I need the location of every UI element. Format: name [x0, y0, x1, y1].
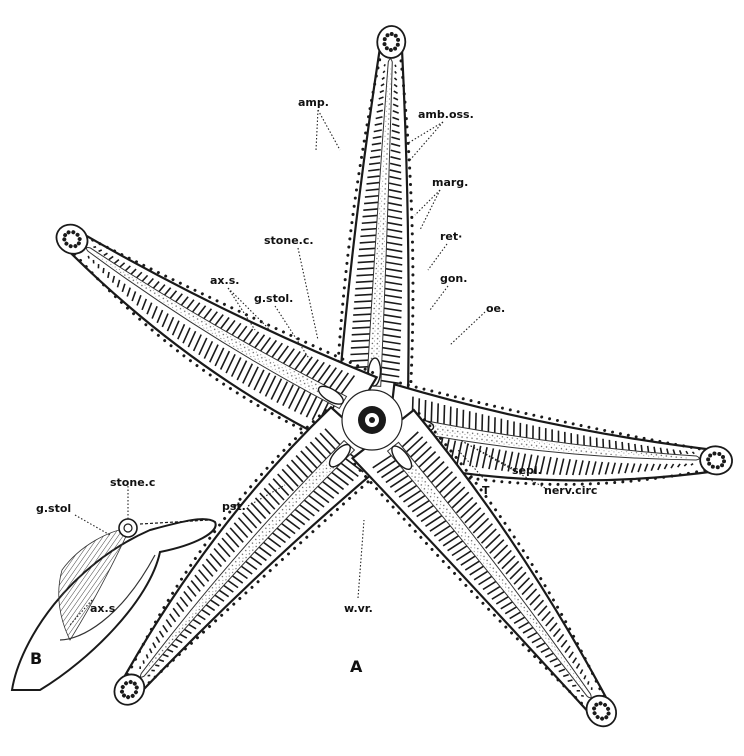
label-ret: ret· [440, 230, 462, 243]
stone-canal-coil [119, 519, 137, 537]
inset-label-stone-c: stone.c [110, 476, 155, 489]
label-amb-oss: amb.oss. [418, 108, 474, 121]
arm-top [334, 24, 430, 404]
starfish-arms [33, 24, 736, 750]
label-amp: amp. [298, 96, 329, 109]
label-nerv-circ: nerv.circ [544, 484, 597, 497]
inset-label-g-stol: g.stol [36, 502, 71, 515]
label-pst: pst. [222, 500, 246, 513]
label-g-stol: g.stol. [254, 292, 293, 305]
inset-label-ax-s: ax.s [90, 602, 116, 615]
label-T: T [482, 484, 490, 497]
label-marg: marg. [432, 176, 468, 189]
label-stone-c: stone.c. [264, 234, 314, 247]
panel-label-b: B [30, 649, 42, 668]
label-sepl: sepl. [512, 464, 542, 477]
label-gon: gon. [440, 272, 467, 285]
label-ax-s: ax.s. [210, 274, 239, 287]
label-oe: oe. [486, 302, 505, 315]
panel-label-a: A [350, 657, 363, 676]
label-w-vr: w.vr. [344, 602, 373, 615]
central-disc [342, 390, 402, 450]
